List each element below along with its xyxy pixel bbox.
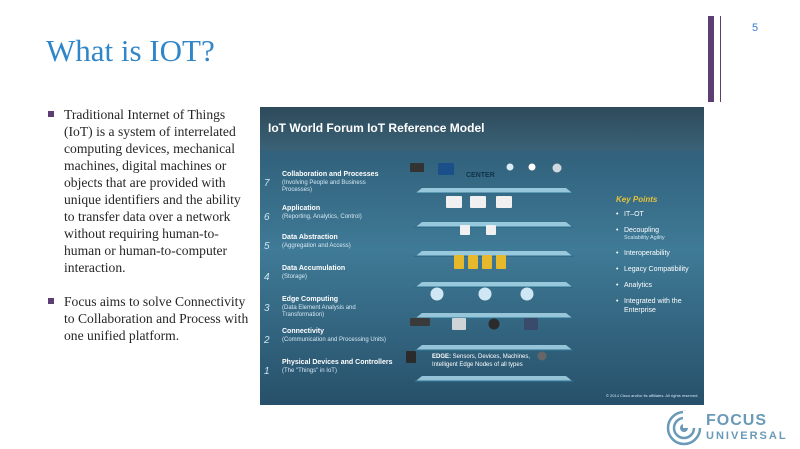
layer-row: 7 Collaboration and Processes (Involving P… [260,171,704,201]
layer-subtitle: (Aggregation and Access) [282,243,351,249]
device-icon [410,318,430,326]
bullet-item: Focus aims to solve Connectivity to Coll… [48,293,253,344]
key-point-label: Integrated with the Enterprise [624,298,682,314]
vertical-rule-thin [720,16,721,102]
device-icon [446,196,462,208]
layer-row: 3 Edge Computing (Data Element Analysis an… [260,296,704,326]
layer-row: 4 Data Accumulation (Storage) [260,265,704,295]
device-icon [524,318,538,330]
device-icon [488,318,500,330]
figure-title: IoT World Forum IoT Reference Model [268,121,485,135]
layer-subtitle: (Data Element Analysis and Transformatio… [282,305,356,318]
slide-title: What is IOT? [46,33,215,68]
layer-name: Connectivity [282,328,325,335]
layer-name: Data Accumulation [282,265,346,272]
layer-name: Edge Computing [282,296,338,303]
layer-number: 7 [264,178,270,189]
figure-header: IoT World Forum IoT Reference Model [260,107,704,151]
layer-name: Application [282,205,321,212]
device-icon [430,287,444,301]
layer-number: 5 [264,241,270,252]
layer-name: Data Abstraction [282,234,338,241]
bullet-text: Focus aims to solve Connectivity to Coll… [64,294,249,343]
center-label: CENTER [466,172,495,179]
bullet-list: Traditional Internet of Things (IoT) is … [48,106,253,361]
device-icon [486,225,496,235]
key-point-sub: Scalability Agility [624,235,665,241]
key-point: Legacy Compatibility [616,265,704,274]
figure-copyright: © 2014 Cisco and/or its affiliates. All … [606,393,699,398]
layer-plate [414,188,574,194]
focus-universal-logo: FOCUS UNIVERSAL [666,410,796,446]
key-point-label: Decoupling [624,227,660,234]
device-icon [552,163,562,173]
device-icon [470,196,486,208]
layer-number: 2 [264,335,270,346]
key-point: Integrated with the Enterprise [616,297,704,315]
layer-name: Collaboration and Processes [282,171,379,178]
key-point: Interoperability [616,249,704,258]
logo-text-universal: UNIVERSAL [706,430,788,442]
layer-plate [414,282,574,288]
layer-subtitle: (Communication and Processing Units) [282,337,387,343]
device-icon [520,287,534,301]
key-point-label: Legacy Compatibility [624,266,689,273]
layer-subtitle: (Reporting, Analytics, Control) [282,214,362,220]
device-icon [496,255,506,269]
layer-number: 4 [264,272,270,283]
device-icon [406,351,416,363]
bullet-text: Traditional Internet of Things (IoT) is … [64,107,241,275]
device-icon [478,287,492,301]
device-icon [537,351,547,361]
key-point-label: Analytics [624,282,653,289]
layer-plate [414,313,574,319]
device-icon [506,163,514,171]
layer-subtitle: (The "Things" in IoT) [282,368,337,374]
device-icon [482,255,492,269]
layer-name: Physical Devices and Controllers [282,359,393,366]
layer-plate [414,345,574,351]
device-icon [410,163,424,172]
layer-subtitle: (Storage) [282,274,308,280]
device-icon [460,225,470,235]
layer-number: 6 [264,212,270,223]
device-icon [528,163,536,171]
layer-plate [414,376,574,382]
page-number: 5 [752,22,759,34]
vertical-rule-thick [708,16,714,102]
key-point-label: Interoperability [624,250,670,257]
key-point-label: IT–OT [624,211,644,218]
layer-subtitle: (Involving People and Business Processes… [282,180,366,193]
layer-number: 1 [264,366,270,377]
key-point: IT–OT [616,210,704,219]
layer-number: 3 [264,303,270,314]
layer-plate [414,251,574,257]
layer-row: 2 Connectivity (Communication and Processi… [260,328,704,358]
layer-row: 1 Physical Devices and Controllers (The "T… [260,359,704,389]
bullet-square-icon [48,298,54,304]
edge-label-line2: Intelligent Edge Nodes of all types [432,362,523,368]
device-icon [496,196,512,208]
bullet-square-icon [48,111,54,117]
device-icon [468,255,478,269]
key-points-title: Key Points [616,195,658,204]
edge-label: EDGE: Sensors, Devices, Machines, Intell… [432,353,530,369]
device-icon [454,255,464,269]
iot-reference-model-figure: IoT World Forum IoT Reference Model 7 Col… [260,107,704,405]
logo-text-focus: FOCUS [706,412,767,429]
edge-label-bold: EDGE: [432,354,452,360]
device-icon [452,318,466,330]
device-icon [438,163,454,175]
key-point: Analytics [616,281,704,290]
bullet-item: Traditional Internet of Things (IoT) is … [48,106,253,276]
edge-label-text: Sensors, Devices, Machines, [451,354,531,360]
focus-logo-mark-icon [666,410,702,446]
